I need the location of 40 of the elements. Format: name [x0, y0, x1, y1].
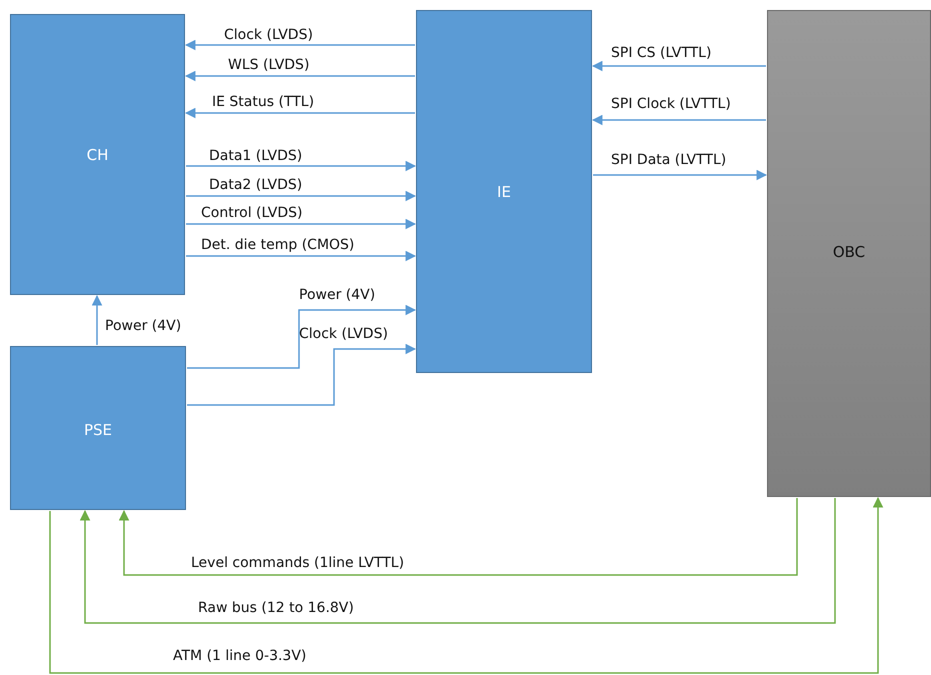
- connector-arrow: [592, 114, 766, 126]
- signal-label: SPI CS (LVTTL): [611, 45, 712, 62]
- signal-label: Data2 (LVDS): [209, 177, 302, 194]
- signal-label: Clock (LVDS): [224, 27, 313, 44]
- signal-label: Level commands (1line LVTTL): [191, 555, 404, 572]
- connector-arrow: [187, 344, 416, 406]
- block-box: [10, 14, 185, 295]
- block-box: [10, 346, 186, 510]
- block-box: [767, 10, 931, 497]
- block-label: OBC: [832, 243, 866, 261]
- block-box: [416, 10, 592, 373]
- connector-arrow: [186, 190, 416, 202]
- block-label: IE: [497, 182, 511, 200]
- signal-label: Clock (LVDS): [299, 326, 388, 343]
- signal-label: Power (4V): [105, 318, 182, 335]
- signal-label: Control (LVDS): [201, 205, 302, 222]
- connector-arrow: [186, 160, 416, 172]
- block-label: CH: [86, 146, 108, 164]
- signal-label: Power (4V): [299, 287, 376, 304]
- signal-label: SPI Data (LVTTL): [611, 152, 726, 169]
- signal-label: WLS (LVDS): [228, 57, 310, 74]
- connector-arrow: [184, 70, 415, 82]
- connector-arrow: [184, 108, 415, 118]
- connector-arrow: [80, 498, 836, 624]
- signal-label: Det. die temp (CMOS): [201, 237, 354, 254]
- connector-arrow: [186, 250, 416, 262]
- connector-arrow: [592, 60, 766, 72]
- block-label: PSE: [84, 421, 112, 439]
- signal-label: Raw bus (12 to 16.8V): [198, 600, 354, 617]
- connector-arrow: [49, 496, 884, 674]
- signal-label: SPI Clock (LVTTL): [611, 96, 731, 113]
- connector-arrow: [593, 170, 768, 180]
- signal-label: Data1 (LVDS): [209, 148, 302, 165]
- connector-arrow: [187, 304, 416, 369]
- connector-arrow: [184, 40, 415, 50]
- connector-arrow: [118, 498, 798, 576]
- connector-arrow: [186, 218, 416, 230]
- signal-label: ATM (1 line 0-3.3V): [173, 648, 306, 665]
- signal-label: IE Status (TTL): [212, 94, 314, 111]
- connector-arrow: [92, 294, 102, 345]
